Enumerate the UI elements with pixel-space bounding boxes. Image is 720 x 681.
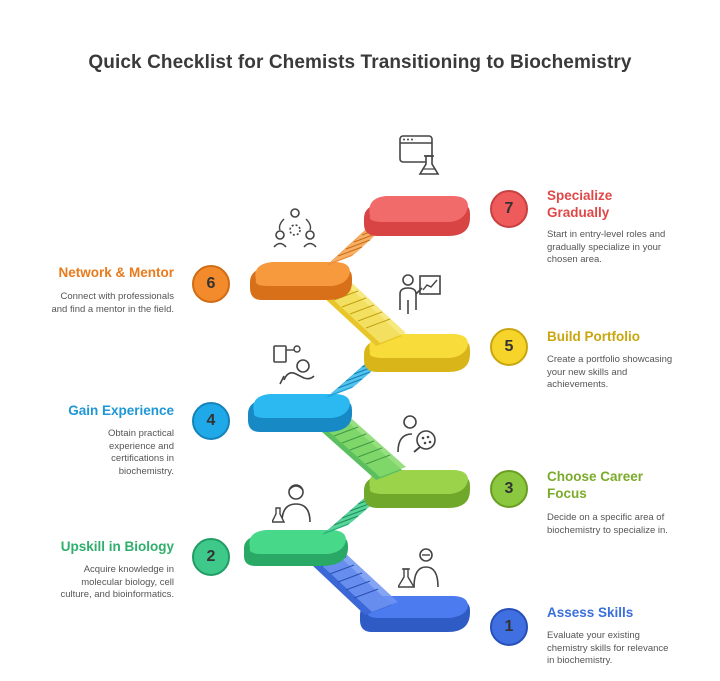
page-title: Quick Checklist for Chemists Transitioni… xyxy=(88,52,632,73)
step-5-description: Create a portfolio showcasing your new s… xyxy=(547,354,673,390)
step-1-number: 1 xyxy=(504,618,514,635)
step-7-badge: 7 xyxy=(490,190,528,228)
stairs-1-2 xyxy=(312,552,398,615)
step-7-description: Start in entry-level roles and gradually… xyxy=(547,229,666,265)
step-5-number: 5 xyxy=(504,338,514,355)
step-7-title: Specialize Gradually xyxy=(547,188,613,220)
scientist-with-flask-icon xyxy=(398,548,439,588)
platform-7 xyxy=(364,196,470,236)
step-4-description: Obtain practical experience and certific… xyxy=(107,428,174,477)
step-4-title: Gain Experience xyxy=(68,403,174,418)
platform-4 xyxy=(248,394,352,432)
lab-browser-icon xyxy=(399,135,440,175)
step-1-title: Assess Skills xyxy=(547,605,634,620)
researcher-with-beaker-icon xyxy=(272,484,311,523)
platform-3 xyxy=(364,470,470,508)
people-network-icon xyxy=(273,208,317,248)
step-2-title: Upskill in Biology xyxy=(60,539,174,554)
stairs-3-4 xyxy=(322,419,406,480)
step-2-badge: 2 xyxy=(192,538,230,576)
platform-6 xyxy=(250,262,352,300)
step-3-badge: 3 xyxy=(490,470,528,508)
hand-with-document-icon xyxy=(273,345,315,385)
step-2-description: Acquire knowledge in molecular biology, … xyxy=(60,564,174,600)
presenter-with-chart-icon xyxy=(399,274,441,314)
step-7-number: 7 xyxy=(504,200,514,217)
step-6-title: Network & Mentor xyxy=(58,265,174,280)
stairs-5-6 xyxy=(322,283,406,346)
step-4-number: 4 xyxy=(206,412,216,429)
step-6-badge: 6 xyxy=(192,265,230,303)
step-2-number: 2 xyxy=(206,548,216,565)
step-6-number: 6 xyxy=(206,275,216,292)
platform-2 xyxy=(244,530,348,566)
platform-5 xyxy=(364,334,470,372)
step-1-description: Evaluate your existing chemistry skills … xyxy=(547,630,669,666)
step-3-title: Choose Career Focus xyxy=(547,469,644,501)
step-3-description: Decide on a specific area of biochemistr… xyxy=(547,512,668,536)
step-6-description: Connect with professionals and find a me… xyxy=(51,291,174,315)
step-4-badge: 4 xyxy=(192,402,230,440)
step-3-number: 3 xyxy=(504,480,514,497)
step-1-badge: 1 xyxy=(490,608,528,646)
step-5-badge: 5 xyxy=(490,328,528,366)
person-with-magnifier-icon xyxy=(397,415,436,453)
step-5-title: Build Portfolio xyxy=(547,329,640,344)
